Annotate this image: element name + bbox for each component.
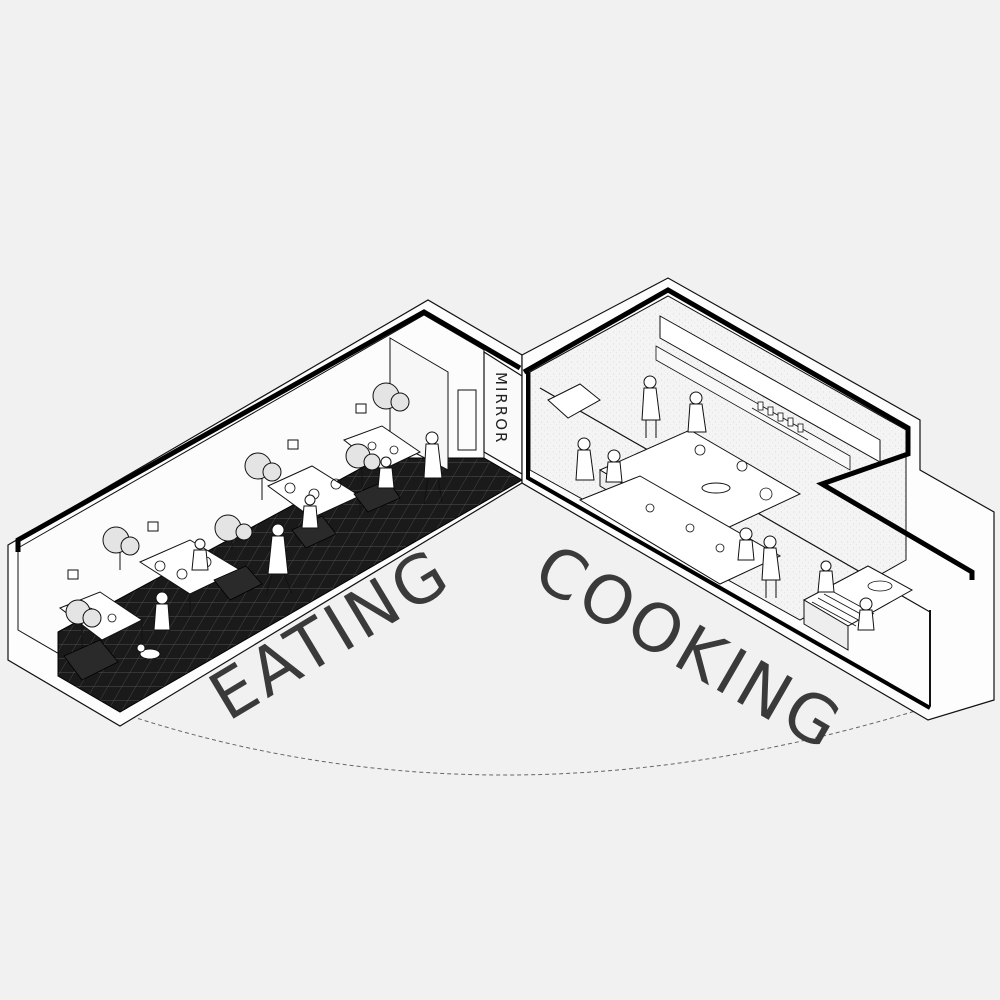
wall-lamps bbox=[67, 403, 367, 580]
dining-wall-cut bbox=[15, 309, 522, 552]
person bbox=[761, 535, 781, 598]
kitchen-items bbox=[645, 444, 893, 592]
mirror-label: MIRROR bbox=[492, 372, 510, 444]
kitchen-wall-cut bbox=[522, 287, 975, 580]
person bbox=[265, 523, 293, 595]
jar-shelf bbox=[751, 401, 809, 441]
tree bbox=[214, 514, 253, 550]
person bbox=[301, 494, 319, 529]
tree bbox=[345, 443, 381, 488]
sink bbox=[701, 482, 731, 494]
tree bbox=[102, 526, 140, 570]
front-counter bbox=[578, 475, 782, 585]
person bbox=[575, 437, 595, 481]
person bbox=[377, 456, 395, 489]
tree bbox=[244, 452, 282, 500]
upper-cabinet bbox=[655, 345, 851, 471]
person bbox=[191, 538, 209, 571]
right-station-front bbox=[803, 599, 849, 651]
door bbox=[457, 389, 477, 451]
kitchen-glass-front bbox=[526, 372, 931, 710]
person bbox=[641, 375, 661, 438]
dining-wing bbox=[7, 299, 523, 727]
person bbox=[605, 449, 623, 483]
tree bbox=[372, 382, 410, 432]
dashed-arc bbox=[117, 707, 926, 776]
range-hood bbox=[547, 383, 601, 419]
tree bbox=[65, 599, 102, 650]
upper-cabinet bbox=[659, 315, 881, 463]
person bbox=[857, 597, 875, 631]
diners-and-guests bbox=[136, 431, 443, 660]
kitchen-wing bbox=[521, 277, 995, 721]
potted-trees bbox=[65, 382, 410, 650]
person bbox=[687, 391, 707, 433]
person bbox=[423, 431, 443, 505]
dog bbox=[136, 643, 161, 660]
place-settings bbox=[85, 441, 399, 623]
person bbox=[817, 560, 835, 593]
cooks bbox=[575, 375, 875, 631]
person bbox=[737, 527, 755, 561]
person bbox=[153, 591, 171, 631]
